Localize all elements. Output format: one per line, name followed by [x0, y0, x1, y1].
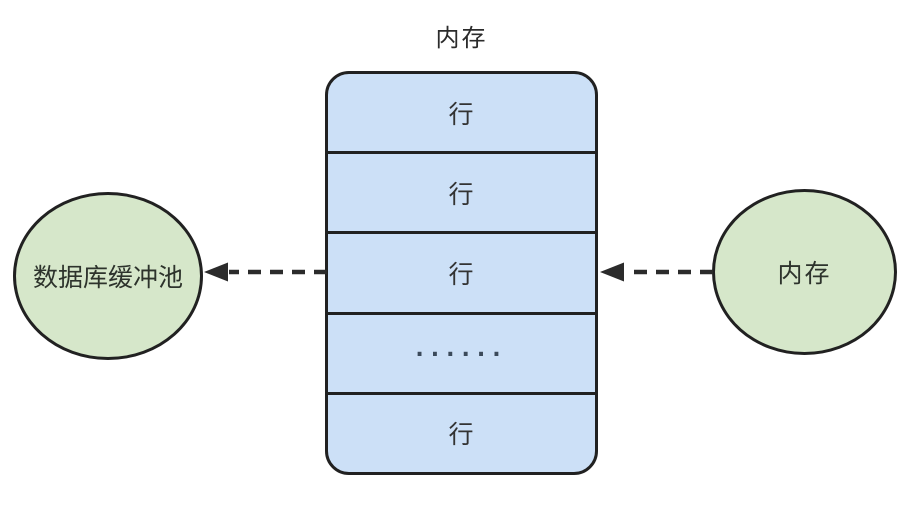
memory-table: 行 行 行 ...... 行 [325, 71, 598, 475]
row-label: 行 [448, 99, 475, 129]
ellipsis-label: ...... [415, 336, 508, 362]
arrow-memory-to-table [600, 262, 713, 282]
memory-table-title: 内存 [435, 24, 488, 52]
arrowhead-left-icon [204, 262, 228, 282]
memory-node-label: 内存 [777, 259, 832, 288]
table-row: 行 [328, 151, 595, 231]
memory-node: 内存 [712, 189, 897, 355]
row-label: 行 [448, 260, 475, 289]
buffer-pool-label: 数据库缓冲池 [32, 263, 183, 292]
table-row: 行 [328, 74, 595, 151]
row-label: 行 [448, 179, 475, 209]
table-row-ellipsis: ...... [328, 311, 595, 392]
table-row: 行 [328, 391, 595, 472]
arrow-table-to-buffer [204, 262, 327, 282]
arrowhead-left-icon [600, 262, 624, 282]
row-label: 行 [448, 420, 475, 450]
buffer-pool-node: 数据库缓冲池 [13, 192, 203, 360]
table-row: 行 [328, 231, 595, 311]
